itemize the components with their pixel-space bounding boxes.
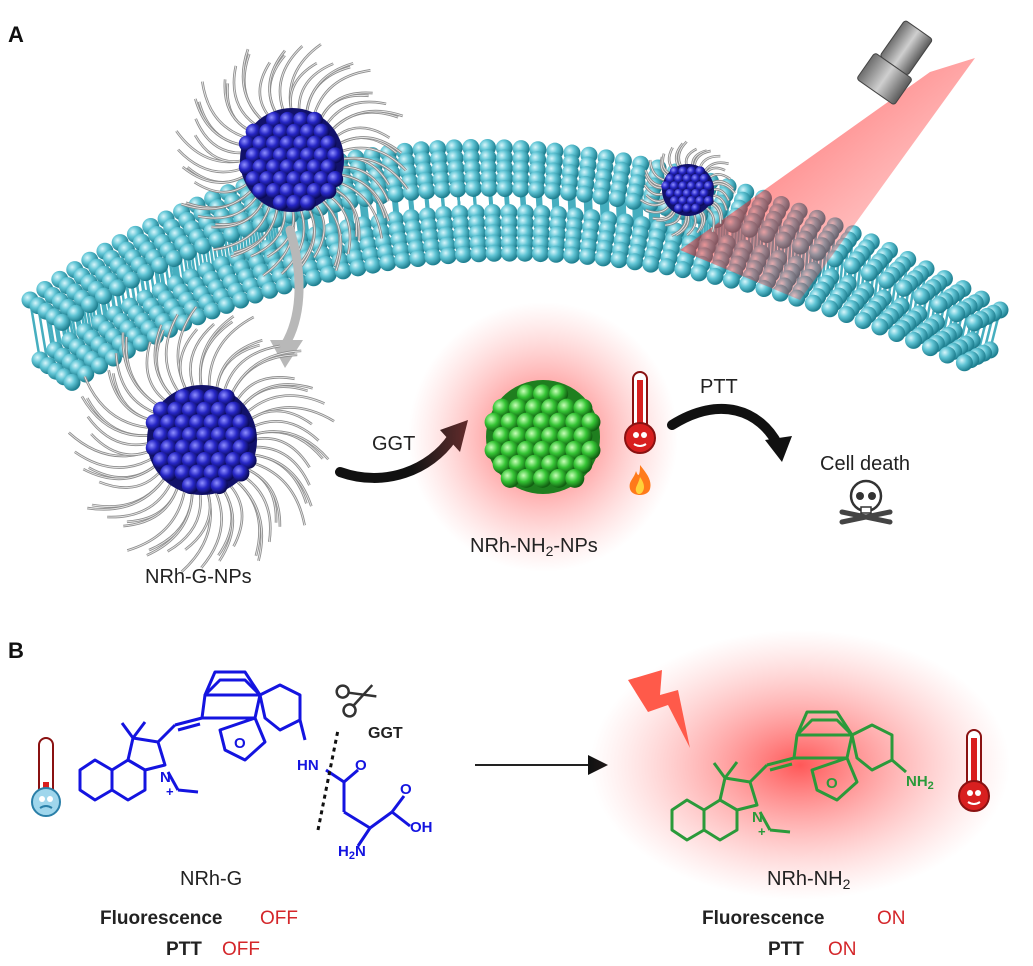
nanoparticle-label: NRh-G-NPs (145, 566, 252, 588)
nrh-g-nitrogen: N (160, 769, 171, 786)
nrh-g-structure (78, 670, 411, 847)
lightning-icon (628, 670, 690, 748)
nrh-g-ptt-state: OFF (222, 939, 260, 960)
nrh-nh2-fluorescence-state: ON (877, 908, 906, 929)
nrh-g-oxygen: O (234, 735, 246, 752)
nrh-nh2-oxygen: O (826, 775, 838, 792)
outcome-label: Cell death (820, 453, 910, 475)
activated-nanoparticle (484, 380, 601, 494)
membrane-nanoparticle (175, 43, 409, 277)
nrh-nh2-structure (670, 710, 907, 842)
nrh-g-name: NRh-G (180, 868, 242, 890)
nrh-g-h2n: H2N (338, 843, 366, 862)
scissors-icon (335, 684, 377, 718)
release-arrowhead (270, 340, 303, 368)
laser-icon (857, 20, 933, 105)
cleavage-enzyme-label: GGT (368, 725, 403, 742)
cold-thermometer-icon (31, 737, 61, 817)
nrh-nh2-glow (590, 630, 1010, 900)
nrh-g-charge: + (166, 784, 174, 799)
nrh-nh2-fluorescence-label: Fluorescence (702, 908, 825, 929)
nrh-g-acid-o: O (400, 781, 412, 798)
nrh-g-fluorescence-label: Fluorescence (100, 908, 223, 929)
nrh-g-oh: OH (410, 819, 433, 836)
panel-b-letter: B (8, 638, 24, 663)
laser-beam (680, 58, 975, 300)
hot-thermometer-icon (958, 729, 990, 812)
thermometer-icon (624, 371, 656, 454)
flame-icon (629, 465, 651, 495)
skull-crossbones-icon (839, 479, 893, 525)
panel-a-letter: A (8, 22, 24, 47)
nrh-g-fluorescence-state: OFF (260, 908, 298, 929)
release-arrow (280, 225, 304, 350)
nrh-g-ptt-label: PTT (166, 939, 202, 960)
nrh-nh2-nitrogen: N (752, 809, 763, 826)
nrh-nh2-name: NRh-NH2 (767, 868, 851, 892)
nrh-nh2-ptt-state: ON (828, 939, 857, 960)
nrh-g-hn: HN (297, 757, 319, 774)
nrh-nh2-amine: NH2 (906, 773, 934, 792)
therapy-label: PTT (700, 376, 738, 398)
cleavage-line (316, 729, 340, 831)
product-label: NRh-NH2-NPs (470, 535, 598, 559)
nrh-g-keto-o: O (355, 757, 367, 774)
enzyme-label: GGT (372, 433, 415, 455)
nrh-nh2-ptt-label: PTT (768, 939, 804, 960)
irradiated-nanoparticle (639, 140, 736, 237)
ptt-arrowhead (765, 436, 792, 462)
nrh-g-nanoparticle (67, 305, 335, 573)
nrh-nh2-charge: + (758, 824, 766, 839)
ptt-arrow (667, 404, 783, 450)
